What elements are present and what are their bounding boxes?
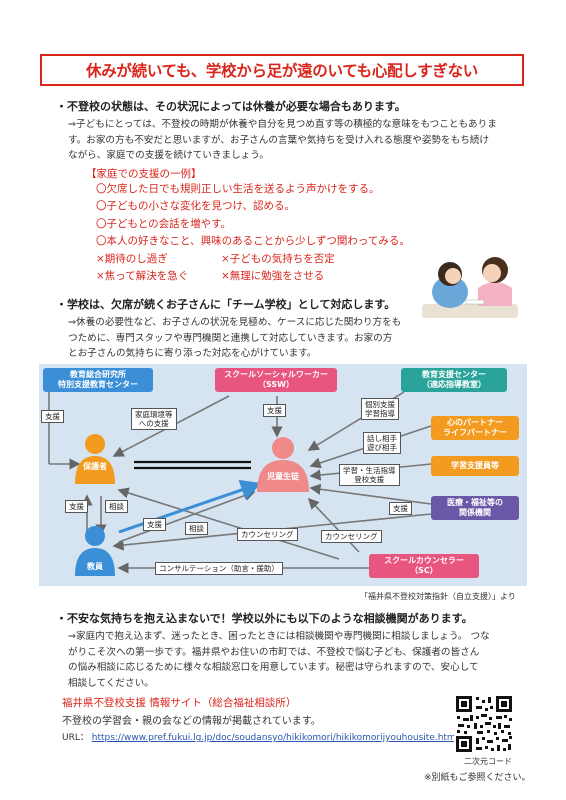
body-line: す。お家の方も不安だと思いますが、お子さんの言葉や気持ちを受け入れる態度や姿勢を… (68, 134, 489, 146)
body-line: つために、専門スタッフや専門機関と連携して対応していきます。お家の方 (68, 332, 393, 344)
label-support-med: 支援 (389, 502, 412, 515)
good-example: 〇子どもの小さな変化を見つけ、認める。 (96, 200, 295, 212)
site-url-link[interactable]: https://www.pref.fukui.lg.jp/doc/soudans… (91, 733, 459, 743)
qr-code-icon (454, 694, 514, 754)
teacher-figure (75, 526, 115, 576)
section-lead: ・不登校の状態は、その状況によっては休養が必要な場合もあります。 (56, 100, 406, 113)
label-study: 学習・生活指導登校支援 (339, 464, 400, 486)
student-figure (257, 437, 309, 492)
good-example: 〇欠席した日でも規則正しい生活を送るよう声かけをする。 (96, 182, 380, 195)
guardian-figure (75, 434, 115, 484)
bad-example-row: ×焦って解決を急ぐ ×無理に勉強をさせる (56, 268, 526, 286)
student-label: 児童生徒 (267, 472, 299, 481)
section-body: ⇒休養の必要性など、お子さんの状況を見極め、ケースに応じた関わり方をも つために… (56, 315, 526, 362)
parent-child-illustration (422, 257, 518, 318)
section-rest: ・不登校の状態は、その状況によっては休養が必要な場合もあります。 ⇒子どもにとっ… (56, 98, 526, 286)
body-line: ⇒休養の必要性など、お子さんの状況を見極め、ケースに応じた関わり方をも (68, 317, 402, 328)
body-line: がりこそ次への第一歩です。福井県やお住いの市町では、不登校で悩む子ども、保護者の… (68, 646, 480, 658)
sc-box: スクールカウンセラー（SC） (369, 554, 479, 578)
guardian-label: 保護者 (83, 462, 107, 471)
bad-example-row: ×期待のし過ぎ ×子どもの気持ちを否定 (56, 251, 526, 269)
url-row: URL： https://www.pref.fukui.lg.jp/doc/so… (56, 730, 536, 743)
learning-staff-box: 学習支援員等 (431, 456, 519, 476)
example-heading: 【家庭での支援の一例】 (86, 167, 202, 180)
good-example: 〇本人の好きなこと、興味のあることから少しずつ関わってみる。 (96, 235, 410, 247)
site-name: 福井県不登校支援 情報サイト（総合福祉相談所） (62, 697, 297, 709)
attachment-note: ※別紙もご参照ください。 (424, 773, 531, 783)
label-consult-left: 相談 (105, 500, 128, 513)
partner-box: 心のパートナーライフパートナー (431, 416, 519, 440)
label-consult-mid: 相談 (185, 522, 208, 535)
label-consultation: コンサルテーション（助言・援助） (155, 562, 283, 575)
qr-label: 二次元コード (464, 757, 512, 766)
url-label: URL： (62, 733, 89, 743)
body-line: の悩み相談に応じるために様々な相談窓口を用意しています。秘密は守られますので、安… (68, 662, 479, 673)
good-example: 〇子どもとの会話を増やす。 (96, 217, 232, 230)
label-talk: 話し相手遊び相手 (363, 432, 401, 454)
ssw-box: スクールソーシャルワーカー（SSW） (215, 368, 337, 392)
section-team-school: ・学校は、欠席が続くお子さんに「チーム学校」として対応します。 ⇒休養の必要性な… (56, 296, 526, 362)
section-lead: ・学校は、欠席が続くお子さんに「チーム学校」として対応します。 (56, 298, 396, 311)
source-note: 「福井県不登校対策指針（自立支援）」より (360, 592, 516, 601)
label-counseling-1: カウンセリング (237, 528, 298, 541)
bad-example: ×無理に勉強をさせる (221, 270, 325, 282)
body-line: ⇒家庭内で抱え込まず、迷ったとき、困ったときには相談機関や専門機関に相談しましょ… (68, 631, 490, 642)
bad-example: ×子どもの気持ちを否定 (221, 252, 335, 265)
section-body: ⇒子どもにとっては、不登校の時期が休養や自分を見つめ直す等の積極的な意味をもつこ… (56, 117, 526, 164)
teacher-label: 教員 (87, 562, 103, 571)
bad-example: ×焦って解決を急ぐ (96, 270, 189, 282)
label-support-left: 支援 (65, 500, 88, 513)
body-line: 相談してください。 (68, 677, 154, 689)
label-home-env: 家庭環境等への支援 (131, 408, 177, 430)
medical-box: 医療・福祉等の関係機関 (431, 496, 519, 520)
body-line: ながら、家庭での支援を続けていきましょう。 (68, 150, 269, 161)
site-description: 不登校の学習会・親の会などの情報が掲載されています。 (62, 716, 321, 727)
diagram-arrows (48, 391, 432, 576)
label-support-ssw: 支援 (263, 404, 286, 417)
label-support-mid: 支援 (143, 518, 166, 531)
bad-example: ×期待のし過ぎ (96, 252, 168, 265)
label-counseling-2: カウンセリング (321, 530, 382, 543)
body-line: ⇒子どもにとっては、不登校の時期が休養や自分を見つめ直す等の積極的な意味をもつこ… (68, 119, 497, 130)
section-lead: ・不安な気持ちを抱え込まないで！学校以外にも以下のような相談機関があります。 (56, 612, 473, 625)
support-center-box: 教育支援センター（適応指導教室） (401, 368, 507, 392)
body-line: とお子さんの気持ちに寄り添った対応を心がけています。 (68, 348, 317, 359)
team-school-diagram: 教育総合研究所特別支援教育センター スクールソーシャルワーカー（SSW） 教育支… (39, 364, 527, 586)
label-support: 支援 (41, 410, 64, 423)
center-edu-box: 教育総合研究所特別支援教育センター (43, 368, 153, 392)
label-individual: 個別支援学習指導 (361, 398, 399, 420)
section-body: ⇒家庭内で抱え込まず、迷ったとき、困ったときには相談機関や専門機関に相談しましょ… (56, 629, 536, 691)
section-consult: ・不安な気持ちを抱え込まないで！学校以外にも以下のような相談機関があります。 ⇒… (56, 610, 536, 743)
page-title: 休みが続いても、学校から足が遠のいても心配しすぎない (40, 54, 524, 86)
